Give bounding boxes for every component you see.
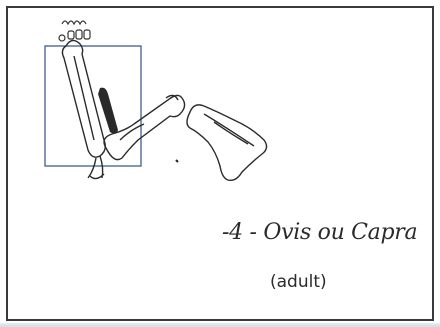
phalanges-sketch — [59, 21, 90, 41]
scapula — [187, 105, 267, 180]
highlight-box — [45, 46, 141, 166]
small-mark — [176, 160, 178, 162]
long-bone — [62, 40, 105, 178]
figure-label: -4 - Ovis ou Capra — [222, 220, 432, 245]
figure-sublabel: (adult) — [270, 272, 327, 292]
